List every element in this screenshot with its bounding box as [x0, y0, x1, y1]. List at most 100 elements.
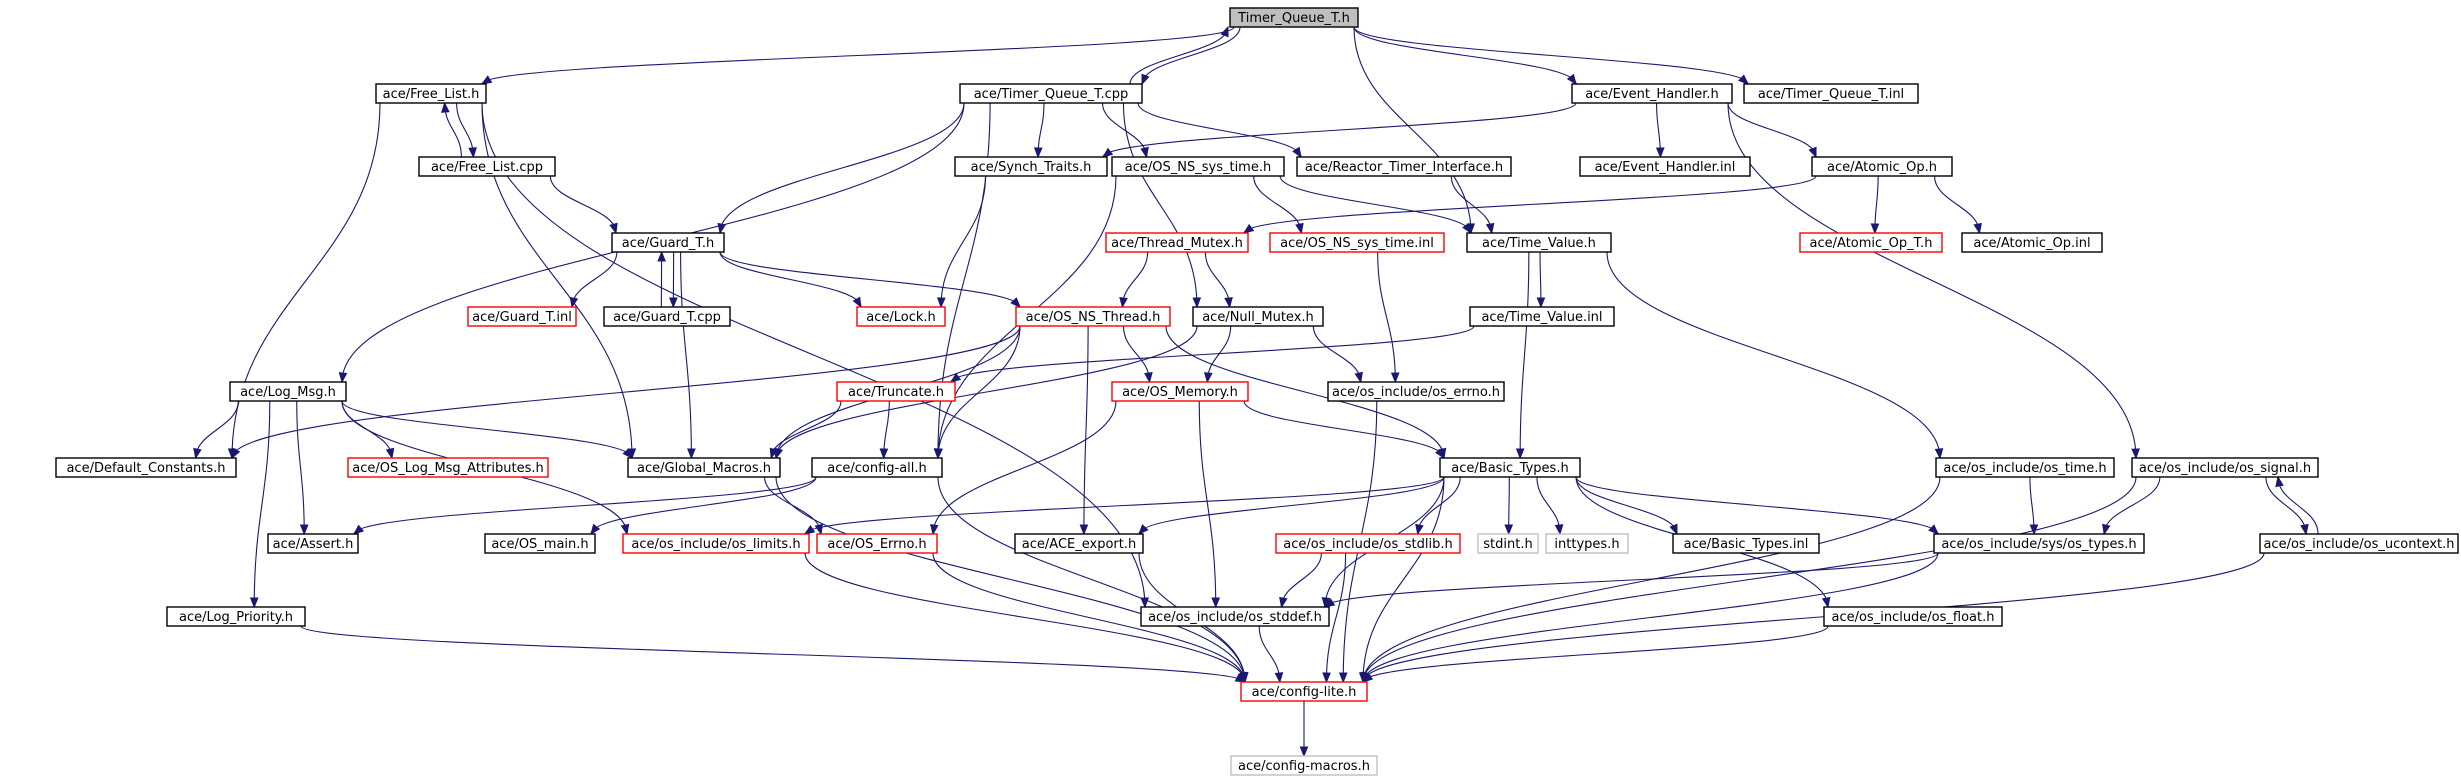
node-timer-queue-t-inl[interactable]: ace/Timer_Queue_T.inl [1743, 83, 1919, 104]
node-assert-h[interactable]: ace/Assert.h [267, 533, 359, 554]
node-global-macros-h[interactable]: ace/Global_Macros.h [627, 457, 781, 478]
node-default-constants-h[interactable]: ace/Default_Constants.h [55, 457, 237, 478]
node-box [603, 306, 731, 327]
node-os-ns-sys-time-inl[interactable]: ace/OS_NS_sys_time.inl [1269, 232, 1445, 253]
edge-timer-queue-t-h-to-free-list-h [481, 26, 1235, 85]
node-os-ns-sys-time-h[interactable]: ace/OS_NS_sys_time.h [1111, 156, 1285, 177]
node-atomic-op-t-h[interactable]: ace/Atomic_Op_T.h [1799, 232, 1943, 253]
edge-event-handler-h-to-os-signal-h [1727, 102, 2137, 459]
arrowhead [441, 101, 450, 113]
node-box [1014, 533, 1144, 554]
node-box [836, 381, 956, 402]
node-os-float-h[interactable]: ace/os_include/os_float.h [1823, 606, 2003, 627]
edge-os-limits-h-to-config-lite-h [804, 552, 1246, 683]
node-box [1477, 533, 1539, 554]
node-os-ucontext-h[interactable]: ace/os_include/os_ucontext.h [2259, 533, 2459, 554]
node-label: ace/os_include/os_stdlib.h [1283, 537, 1452, 552]
node-log-priority-h[interactable]: ace/Log_Priority.h [166, 606, 306, 627]
edge-os-ns-thread-h-to-basic-types-h [1165, 325, 1445, 459]
node-atomic-op-inl[interactable]: ace/Atomic_Op.inl [1961, 232, 2103, 253]
node-os-errno-h[interactable]: ace/os_include/os_errno.h [1327, 381, 1505, 402]
node-free-list-h[interactable]: ace/Free_List.h [375, 83, 487, 104]
node-config-macros-h[interactable]: ace/config-macros.h [1230, 755, 1378, 776]
node-os-log-msg-attributes-h[interactable]: ace/OS_Log_Msg_Attributes.h [347, 457, 549, 478]
arrowhead [949, 372, 962, 383]
node-sys-os-types-h[interactable]: ace/os_include/sys/os_types.h [1933, 533, 2145, 554]
arrowhead [657, 250, 666, 262]
arrowhead [769, 447, 779, 460]
node-os-stdlib-h[interactable]: ace/os_include/os_stdlib.h [1275, 533, 1461, 554]
node-truncate-h[interactable]: ace/Truncate.h [836, 381, 956, 402]
node-config-lite-h[interactable]: ace/config-lite.h [1240, 681, 1368, 702]
arrowhead [669, 297, 678, 309]
node-box [1545, 533, 1629, 554]
node-lock-h[interactable]: ace/Lock.h [856, 306, 946, 327]
node-box [1111, 381, 1249, 402]
node-atomic-op-h[interactable]: ace/Atomic_Op.h [1811, 156, 1953, 177]
edge-config-all-h-to-config-lite-h [937, 476, 1246, 683]
node-guard-t-h[interactable]: ace/Guard_T.h [611, 232, 725, 253]
node-ace-export-h[interactable]: ace/ACE_export.h [1014, 533, 1144, 554]
node-thread-mutex-h[interactable]: ace/Thread_Mutex.h [1105, 232, 1249, 253]
node-timer-queue-t-h[interactable]: Timer_Queue_T.h [1229, 7, 1359, 28]
node-log-msg-h[interactable]: ace/Log_Msg.h [229, 381, 347, 402]
arrowhead [1321, 597, 1331, 609]
node-time-value-inl[interactable]: ace/Time_Value.inl [1469, 306, 1615, 327]
node-box [1469, 306, 1615, 327]
edge-os-stdlib-h-to-os-stddef-h [1281, 552, 1322, 608]
node-box [1743, 83, 1919, 104]
node-os-stddef-h[interactable]: ace/os_include/os_stddef.h [1140, 606, 1330, 627]
edge-log-msg-h-to-log-priority-h [253, 400, 271, 608]
arrowhead [937, 297, 946, 309]
edge-free-list-h-to-os-stddef-h [481, 102, 1146, 608]
node-box [1466, 232, 1612, 253]
node-guard-t-cpp[interactable]: ace/Guard_T.cpp [603, 306, 731, 327]
node-os-ns-thread-h[interactable]: ace/OS_NS_Thread.h [1015, 306, 1171, 327]
node-config-all-h[interactable]: ace/config-all.h [811, 457, 943, 478]
node-os-memory-h[interactable]: ace/OS_Memory.h [1111, 381, 1249, 402]
node-label: ace/OS_NS_Thread.h [1026, 310, 1161, 325]
node-inttypes-h[interactable]: inttypes.h [1545, 533, 1629, 554]
node-label: Timer_Queue_T.h [1237, 11, 1350, 26]
arrowhead [1536, 297, 1546, 309]
node-stdint-h[interactable]: stdint.h [1477, 533, 1539, 554]
node-event-handler-h[interactable]: ace/Event_Handler.h [1571, 83, 1733, 104]
arrowhead [1354, 371, 1363, 384]
arrowhead [1323, 598, 1336, 608]
arrowhead [1655, 147, 1665, 159]
node-os-limits-h[interactable]: ace/os_include/os_limits.h [622, 533, 810, 554]
node-os-time-h[interactable]: ace/os_include/os_time.h [1935, 457, 2115, 478]
edge-free-list-h-to-global-macros-h [481, 102, 633, 459]
edge-global-macros-h-to-config-lite-h [775, 476, 1246, 683]
arrowhead [2275, 475, 2284, 488]
arrowhead [1144, 372, 1153, 384]
arrowhead [803, 525, 816, 535]
node-event-handler-inl[interactable]: ace/Event_Handler.inl [1579, 156, 1751, 177]
node-null-mutex-h[interactable]: ace/Null_Mutex.h [1192, 306, 1324, 327]
node-label: ace/Default_Constants.h [66, 461, 225, 476]
edge-null-mutex-h-to-global-macros-h [775, 325, 1198, 459]
node-os-main-h[interactable]: ace/OS_main.h [484, 533, 596, 554]
edge-os-ucontext-h-to-os-signal-h [2277, 476, 2319, 535]
arrowhead [1462, 222, 1472, 235]
edge-time-value-h-to-basic-types-h [1519, 251, 1530, 459]
node-basic-types-h[interactable]: ace/Basic_Types.h [1439, 457, 1581, 478]
arrowhead [1220, 25, 1229, 38]
arrowhead [879, 448, 889, 460]
node-free-list-cpp[interactable]: ace/Free_List.cpp [418, 156, 556, 177]
node-box [1230, 755, 1378, 776]
node-guard-t-inl[interactable]: ace/Guard_T.inl [467, 306, 577, 327]
node-timer-queue-t-cpp[interactable]: ace/Timer_Queue_T.cpp [959, 83, 1143, 104]
node-synch-traits-h[interactable]: ace/Synch_Traits.h [954, 156, 1108, 177]
edge-timer-queue-t-cpp-to-guard-t-h [719, 102, 965, 234]
node-reactor-timer-interface-h[interactable]: ace/Reactor_Timer_Interface.h [1296, 156, 1512, 177]
node-box [627, 457, 781, 478]
node-layer: Timer_Queue_T.h ace/Free_List.h ace/Timer_… [55, 7, 2459, 776]
node-time-value-h[interactable]: ace/Time_Value.h [1466, 232, 1612, 253]
node-os-errno-ace-h[interactable]: ace/OS_Errno.h [816, 533, 938, 554]
node-box [1240, 681, 1368, 702]
node-os-signal-h[interactable]: ace/os_include/os_signal.h [2131, 457, 2319, 478]
node-basic-types-inl[interactable]: ace/Basic_Types.inl [1672, 533, 1820, 554]
arrowhead [1361, 672, 1374, 683]
node-label: ace/os_include/os_time.h [1943, 461, 2106, 476]
